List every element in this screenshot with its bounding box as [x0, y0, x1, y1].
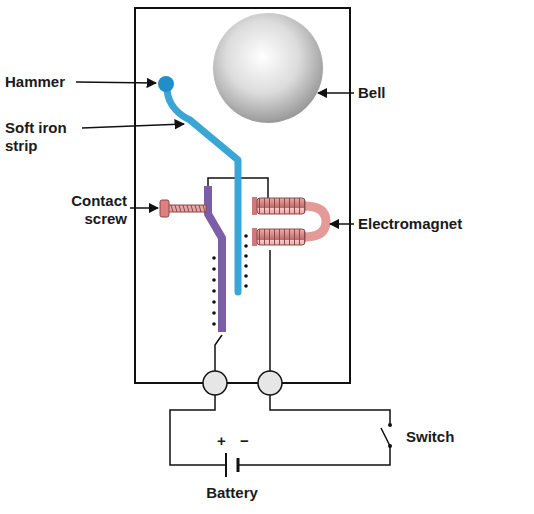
soft-iron-strip: [167, 90, 238, 292]
pole-piece: [252, 228, 257, 246]
circuit-wire: [170, 395, 226, 465]
leader-arrow: [130, 207, 158, 209]
hammer-ball: [158, 76, 174, 92]
magnet-yoke: [304, 206, 326, 237]
leader-arrow: [330, 223, 354, 225]
label-slot: −: [240, 432, 249, 450]
part-label: Bell: [358, 84, 386, 102]
wire: [269, 250, 271, 371]
label-slot: Battery: [206, 484, 258, 502]
circuit-wire: [238, 446, 390, 465]
terminal: [258, 371, 282, 395]
leader-arrow: [318, 92, 354, 94]
screw-threads: [171, 205, 205, 212]
polarity-sign: +: [217, 432, 226, 450]
bell-housing: [135, 8, 350, 383]
switch-lever: [381, 428, 390, 446]
label-slot: Bell: [358, 84, 386, 102]
polarity-sign: −: [240, 432, 249, 450]
label-slot: Switch: [406, 428, 454, 446]
part-label: Electromagnet: [358, 215, 462, 233]
switch-contact: [388, 423, 392, 427]
coil: [257, 229, 305, 245]
leader-arrow: [82, 124, 184, 128]
part-label: Contact screw: [55, 192, 127, 228]
coil: [257, 198, 305, 214]
part-label: Hammer: [5, 73, 65, 91]
part-label: Battery: [206, 484, 258, 502]
bell-dome: [213, 13, 323, 123]
part-label: Switch: [406, 428, 454, 446]
part-label: Soft iron strip: [5, 119, 85, 155]
contact-strip: [208, 186, 222, 332]
terminal: [203, 371, 227, 395]
wire: [215, 335, 222, 371]
label-slot: Hammer: [5, 73, 65, 91]
circuit-wire: [270, 395, 390, 425]
battery-plate: [237, 458, 240, 472]
screw-shank: [168, 205, 206, 212]
screw-head: [160, 200, 169, 217]
label-slot: Soft iron strip: [5, 119, 85, 155]
pole-piece: [252, 197, 257, 215]
label-slot: +: [217, 432, 226, 450]
label-slot: Contact screw: [55, 192, 127, 228]
label-slot: Electromagnet: [358, 215, 462, 233]
wire-windings: [212, 234, 248, 326]
switch-pivot: [388, 444, 392, 448]
battery-plate: [225, 453, 227, 477]
leader-arrow: [76, 82, 156, 83]
